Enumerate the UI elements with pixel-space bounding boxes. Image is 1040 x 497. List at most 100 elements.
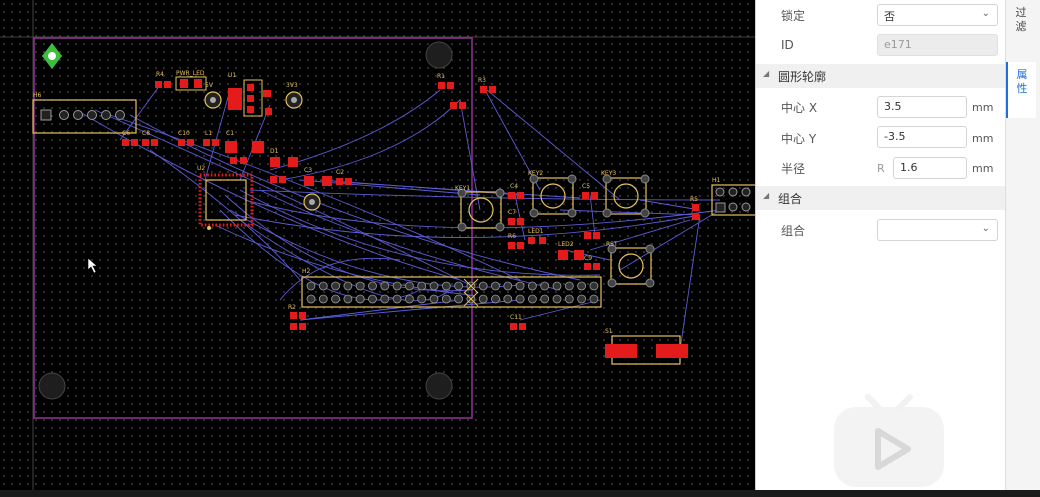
- radius-prefix: R: [877, 162, 885, 175]
- lock-label: 锁定: [781, 9, 806, 23]
- radius-input[interactable]: 1.6: [893, 157, 967, 179]
- header-pin: [331, 294, 341, 304]
- id-field: e171: [877, 34, 998, 56]
- header-pin: [429, 294, 439, 304]
- svg-text:LED1: LED1: [528, 228, 544, 235]
- svg-text:D1: D1: [270, 148, 279, 155]
- footprint-rst: [610, 247, 652, 285]
- center-y-unit: mm: [972, 132, 994, 145]
- group-row: 组合 ⌄: [756, 215, 1006, 245]
- center-x-input[interactable]: 3.5: [877, 96, 967, 118]
- id-value: e171: [884, 38, 912, 51]
- header-pin: [441, 294, 451, 304]
- center-y-label: 中心 Y: [781, 132, 817, 146]
- svg-text:C3: C3: [304, 167, 312, 174]
- svg-text:L1: L1: [205, 130, 212, 137]
- test-points: [204, 91, 321, 211]
- svg-text:R6: R6: [508, 233, 516, 240]
- footprint-h6: H6: [32, 92, 137, 134]
- header-pin: [454, 281, 464, 291]
- svg-text:PWR_LED: PWR_LED: [176, 70, 205, 77]
- header-pin: [528, 294, 537, 304]
- header-pin: [491, 281, 500, 291]
- svg-text:C5: C5: [582, 183, 590, 190]
- svg-text:LED2: LED2: [558, 241, 574, 248]
- tab-filter-char: 滤: [1015, 20, 1027, 33]
- center-y-input[interactable]: -3.5: [877, 126, 967, 148]
- svg-text:KEY2: KEY2: [528, 170, 543, 177]
- lock-value: 否: [884, 10, 895, 23]
- center-x-unit: mm: [972, 101, 994, 114]
- header-pin: [441, 281, 451, 291]
- id-label: ID: [781, 38, 794, 52]
- center-x-value: 3.5: [884, 100, 902, 113]
- tab-attributes-char: 属: [1016, 68, 1028, 81]
- lock-select[interactable]: 否 ⌄: [877, 4, 998, 26]
- footprint-s1: [605, 335, 688, 365]
- header-pin: [454, 294, 464, 304]
- radius-row: 半径 R 1.6 mm: [756, 153, 1006, 183]
- footprint-u1: [243, 79, 263, 117]
- radius-value: 1.6: [900, 161, 918, 174]
- header-pin: [404, 281, 414, 291]
- svg-text:S1: S1: [605, 328, 613, 335]
- svg-text:C4: C4: [510, 183, 518, 190]
- group-label: 组合: [781, 224, 806, 238]
- header-pin: [503, 281, 513, 291]
- group-section-title: 组合: [778, 192, 803, 206]
- svg-text:H6: H6: [33, 92, 42, 99]
- tab-filter[interactable]: 过 滤: [1006, 0, 1036, 52]
- ratsnest-lines: [79, 84, 721, 351]
- svg-text:R1: R1: [437, 73, 445, 80]
- footprint-key2: [532, 177, 574, 215]
- header-pin: [343, 294, 353, 304]
- pcb-drawing[interactable]: H6: [0, 0, 755, 490]
- radius-unit: mm: [972, 162, 994, 175]
- header-pin: [491, 294, 500, 304]
- svg-text:C8: C8: [142, 130, 150, 137]
- header-pin: [478, 281, 488, 291]
- collapse-triangle-icon: ◢: [763, 191, 770, 200]
- header-pin: [577, 294, 586, 304]
- header-pin: [392, 294, 402, 304]
- id-row: ID e171: [756, 31, 1006, 61]
- group-select[interactable]: ⌄: [877, 219, 998, 241]
- header-pin: [552, 281, 562, 291]
- svg-text:U2: U2: [197, 165, 205, 172]
- footprint-h2: [301, 276, 602, 308]
- circle-outline-section[interactable]: ◢ 圆形轮廓: [756, 64, 1006, 88]
- svg-text:C1: C1: [226, 130, 234, 137]
- footprint-pwr-led: [175, 76, 207, 91]
- lock-row: 锁定 否 ⌄: [756, 0, 1006, 30]
- switch-pins: [457, 174, 655, 288]
- bottom-bar: [0, 490, 1040, 497]
- collapse-triangle-icon: ◢: [763, 69, 770, 78]
- svg-text:C6: C6: [122, 130, 130, 137]
- header-pin: [392, 281, 402, 291]
- footprint-u2: [198, 173, 254, 230]
- header-pin: [564, 281, 574, 291]
- svg-text:RST: RST: [606, 241, 618, 248]
- pcb-canvas[interactable]: H6: [0, 0, 755, 490]
- header-pin: [589, 294, 599, 304]
- tab-attributes-char: 性: [1016, 82, 1028, 95]
- group-section[interactable]: ◢ 组合: [756, 186, 1006, 210]
- header-pin: [404, 294, 414, 304]
- header-pin: [540, 294, 550, 304]
- svg-text:C2: C2: [336, 169, 344, 176]
- chevron-down-icon: ⌄: [981, 223, 990, 234]
- svg-text:3V3: 3V3: [286, 82, 298, 89]
- header-pin: [355, 281, 365, 291]
- header-pin: [368, 281, 377, 291]
- header-pin: [355, 294, 365, 304]
- footprint-key3: [605, 177, 647, 215]
- svg-text:U1: U1: [228, 72, 236, 79]
- radius-label: 半径: [781, 162, 806, 176]
- origin-marker-icon: [42, 43, 62, 69]
- header-pin: [540, 281, 550, 291]
- header-pin: [306, 281, 316, 291]
- tab-filter-char: 过: [1015, 6, 1027, 19]
- mounting-hole: [425, 372, 453, 400]
- tab-attributes[interactable]: 属 性: [1006, 62, 1036, 118]
- svg-text:5V: 5V: [205, 82, 214, 89]
